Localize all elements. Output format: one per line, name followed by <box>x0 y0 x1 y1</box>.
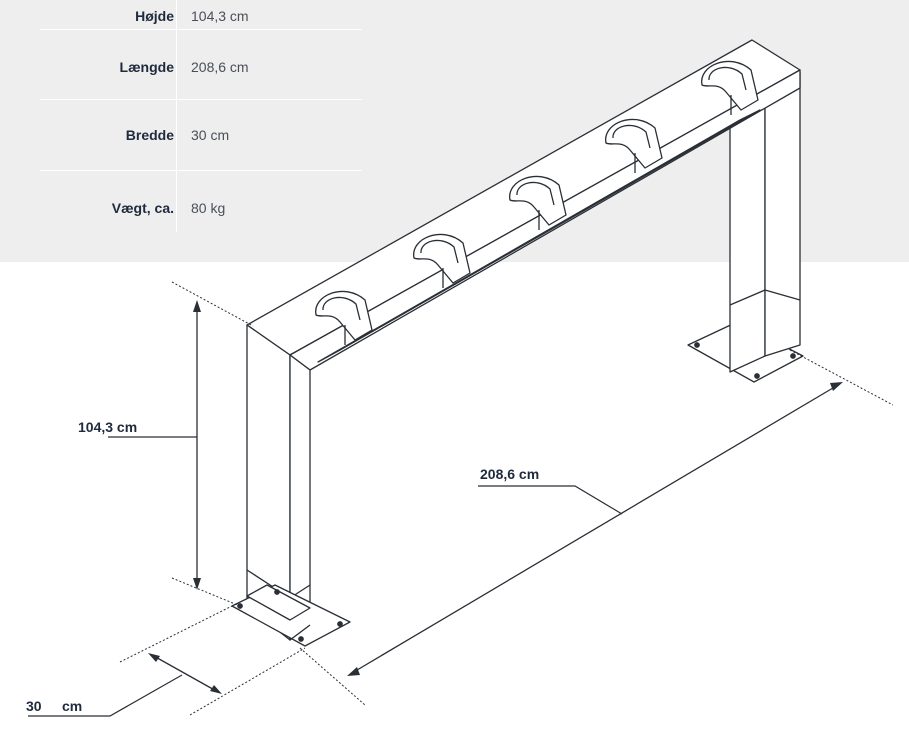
row-divider <box>40 99 362 100</box>
spec-value: 80 kg <box>191 200 226 216</box>
spec-value: 208,6 cm <box>191 59 249 75</box>
wheel-holder <box>509 175 567 230</box>
spec-value: 104,3 cm <box>191 8 249 24</box>
height-dimension-label: 104,3 cm <box>78 419 138 435</box>
width-dimension-number: 30 <box>26 698 42 714</box>
width-leader <box>28 674 183 717</box>
wheel-holder <box>605 118 663 173</box>
spec-label: Længde <box>119 59 174 75</box>
width-extension-left <box>119 605 233 663</box>
spec-value: 30 cm <box>191 127 230 143</box>
right-post-side <box>764 71 801 357</box>
row-divider <box>40 170 362 171</box>
spec-label: Vægt, ca. <box>111 200 174 216</box>
length-extension-right <box>789 349 894 406</box>
length-dimension-label: 208,6 cm <box>480 466 540 482</box>
width-extension-right <box>189 647 306 716</box>
wheel-holder <box>701 60 759 115</box>
row-divider <box>40 29 362 30</box>
width-dimension-line <box>151 654 219 693</box>
height-extension-bottom <box>171 577 241 607</box>
length-dimension-line <box>351 384 839 674</box>
width-dimension-unit: cm <box>62 698 83 714</box>
spec-label: Højde <box>135 8 174 24</box>
height-extension-top <box>171 281 254 327</box>
wheel-holder <box>315 290 373 345</box>
top-beam-underside <box>317 109 761 363</box>
length-leader <box>478 485 623 515</box>
wheel-holder <box>413 233 471 288</box>
length-extension-left <box>299 647 366 706</box>
column-separator <box>176 0 177 232</box>
spec-label: Bredde <box>125 127 174 143</box>
right-post-front <box>729 83 766 373</box>
